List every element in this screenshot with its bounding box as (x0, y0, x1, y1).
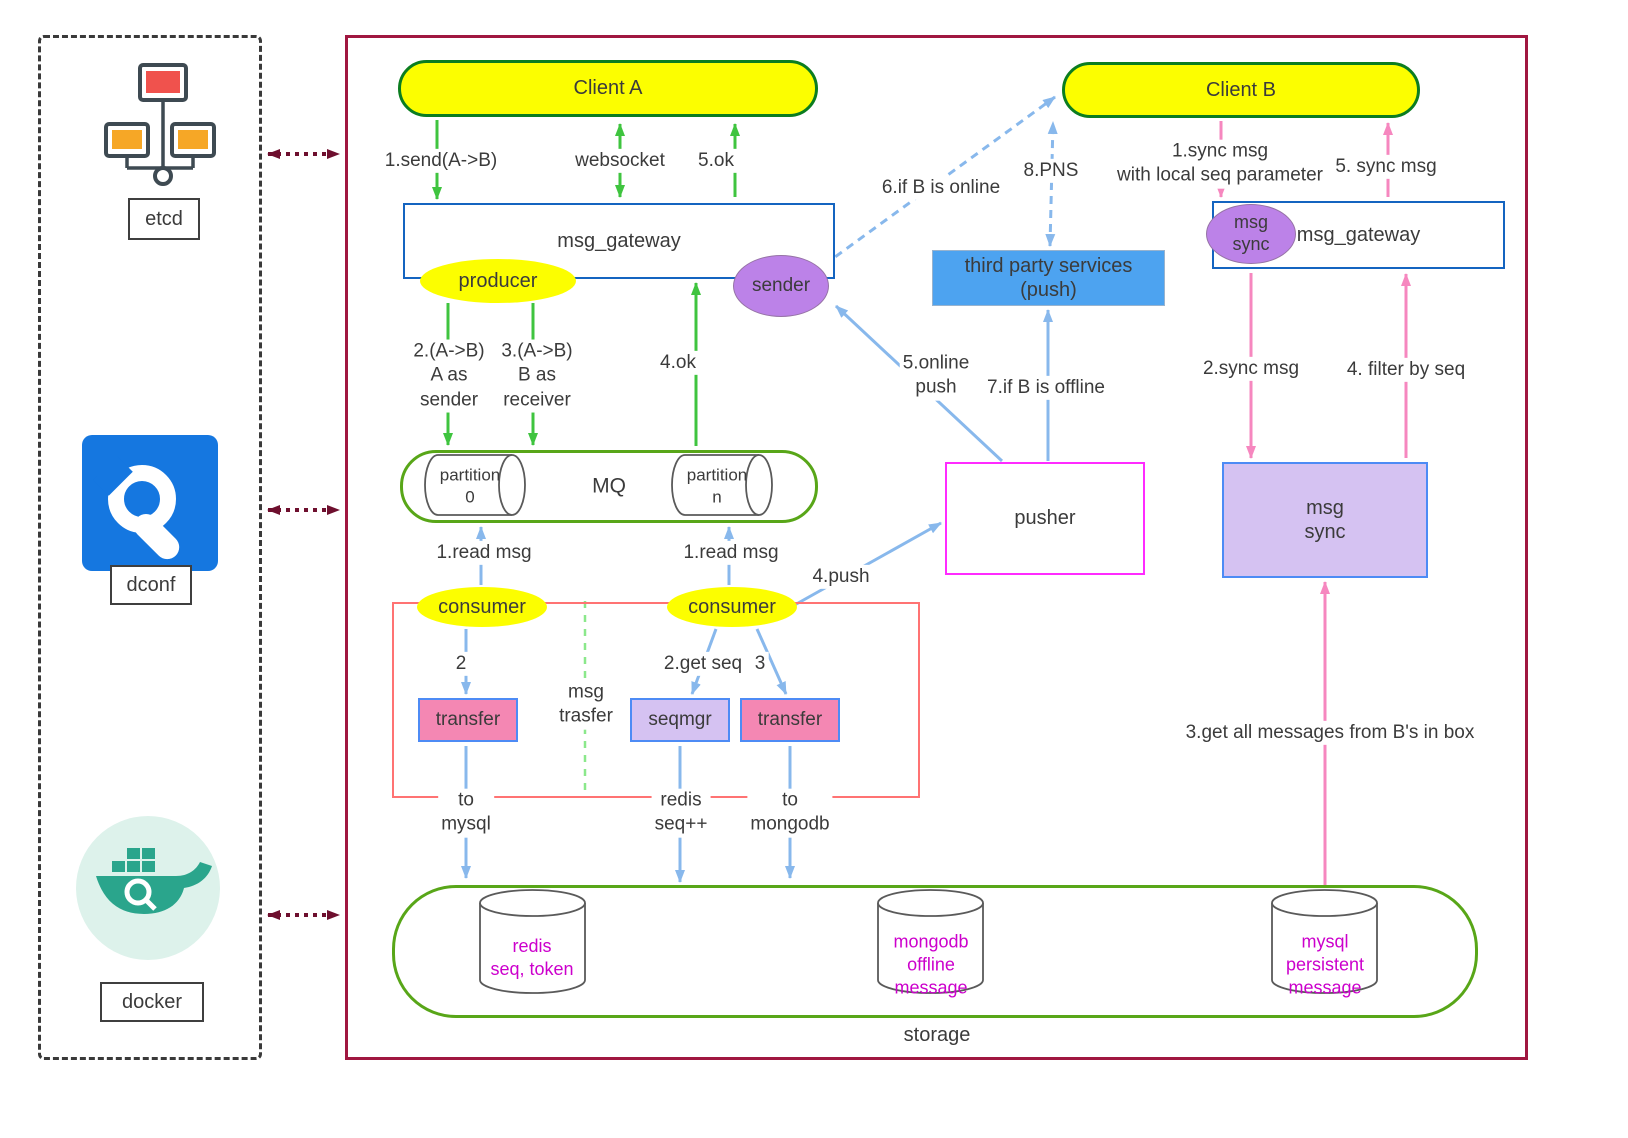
edge-label-a-as-sender: 2.(A->B) A as sender (410, 339, 488, 413)
sender-node: sender (733, 255, 829, 317)
edge-label-get-all-messages: 3.get all messages from B's in box (1182, 720, 1478, 746)
edge-label-read-msg-left: 1.read msg (433, 540, 535, 566)
mysql-label: mysql persistent message (1285, 931, 1365, 998)
etcd-label: etcd (128, 198, 200, 240)
infra-link-arrows (267, 149, 340, 920)
edge-label-sync-msg-2: 2.sync msg (1199, 356, 1303, 382)
partition-0-label: partition 0 (439, 465, 501, 506)
edge-label-filter-by-seq: 4. filter by seq (1343, 357, 1469, 383)
edge-label-ok4: 4.ok (657, 350, 699, 376)
edge-label-step-3: 3 (751, 651, 769, 677)
third-party-services-node: third party services (push) (932, 250, 1165, 306)
mq-label: MQ (592, 474, 626, 498)
edge-label-step-2: 2 (452, 651, 470, 677)
consumer-left-node: consumer (417, 587, 547, 627)
edge-label-to-mysql: to mysql (438, 788, 494, 838)
storage-label: storage (903, 1024, 971, 1047)
mq-container (400, 450, 818, 523)
consumer-right-node: consumer (667, 587, 797, 627)
edge-label-if-b-offline: 7.if B is offline (984, 375, 1108, 401)
edge-label-online-push: 5.online push (899, 351, 973, 401)
infra-panel (38, 35, 262, 1060)
edge-label-if-b-online: 6.if B is online (878, 175, 1004, 201)
system-frame (345, 35, 1528, 1060)
docker-icon (76, 816, 220, 960)
edge-label-get-seq: 2.get seq (660, 651, 746, 677)
mongodb-label: mongodb offline message (893, 931, 969, 998)
client-a-node: Client A (398, 60, 818, 117)
edge-label-pns: 8.PNS (1020, 158, 1082, 184)
edge-label-sync-msg-local: 1.sync msg with local seq parameter (1114, 139, 1326, 189)
dconf-label: dconf (110, 565, 192, 605)
edge-label-msg-trasfer: msg trasfer (556, 680, 616, 730)
docker-label: docker (100, 982, 204, 1022)
edge-label-ok5: 5.ok (695, 148, 737, 174)
edge-label-push-4: 4.push (809, 564, 873, 590)
edge-label-send: 1.send(A->B) (381, 148, 501, 174)
transfer-left-node: transfer (418, 698, 518, 742)
edge-label-b-as-receiver: 3.(A->B) B as receiver (498, 339, 576, 413)
transfer-right-node: transfer (740, 698, 840, 742)
msg-sync-badge: msg sync (1206, 204, 1296, 264)
redis-label: redis seq, token (490, 935, 574, 979)
edge-label-redis-seq: redis seq++ (651, 788, 711, 838)
edge-label-websocket: websocket (572, 148, 668, 174)
pusher-node: pusher (945, 462, 1145, 575)
partition-n-label: partition n (686, 465, 748, 506)
edge-label-sync-msg-5: 5. sync msg (1332, 154, 1440, 180)
client-b-node: Client B (1062, 62, 1420, 118)
dconf-icon (82, 435, 218, 571)
producer-node: producer (420, 259, 576, 303)
edge-label-read-msg-right: 1.read msg (680, 540, 782, 566)
msg-sync-service-node: msg sync (1222, 462, 1428, 578)
storage-container (392, 885, 1478, 1018)
edge-label-to-mongodb: to mongodb (747, 788, 833, 838)
seqmgr-node: seqmgr (630, 698, 730, 742)
etcd-icon (104, 63, 216, 186)
